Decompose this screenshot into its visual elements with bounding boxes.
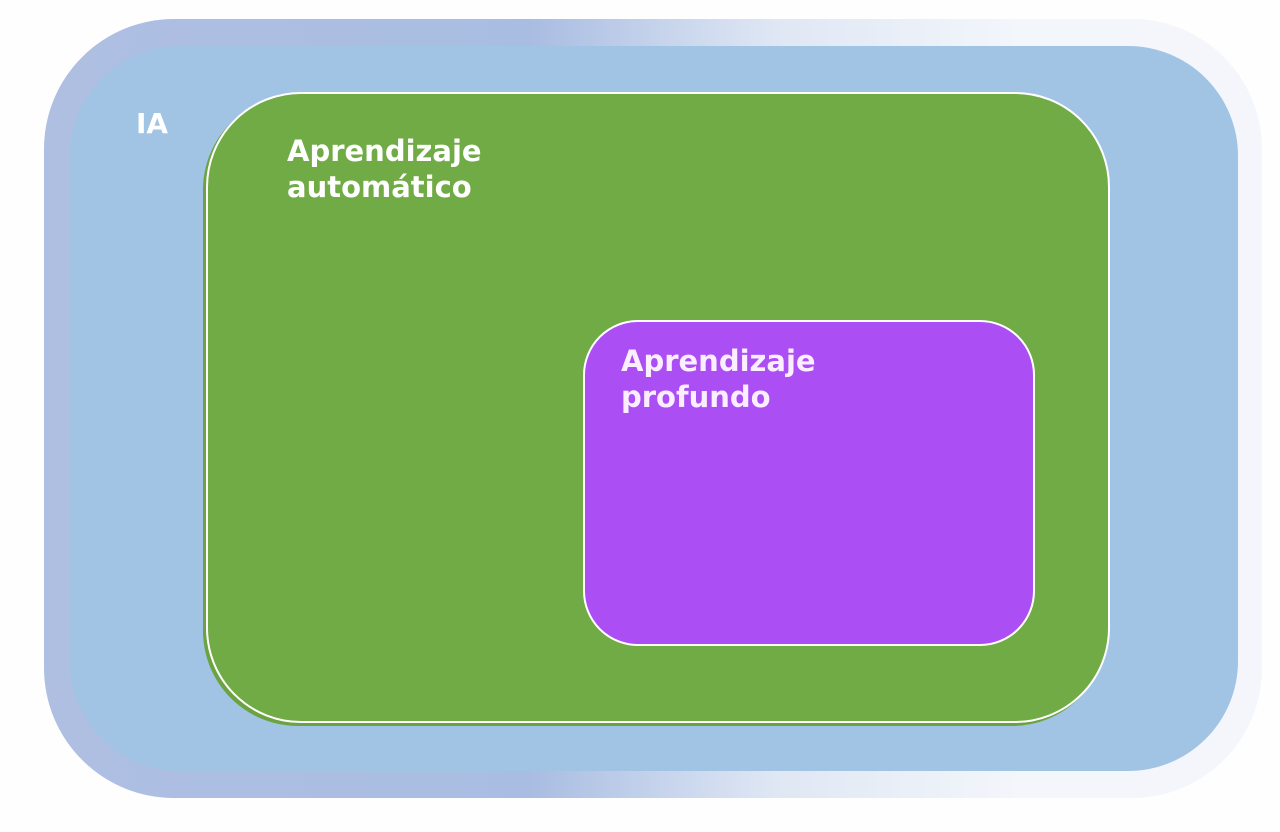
ia-set-label: IA xyxy=(136,107,169,140)
machine-learning-set-label: Aprendizaje automático xyxy=(287,134,482,205)
deep-learning-set-region xyxy=(583,320,1035,646)
deep-learning-set-label: Aprendizaje profundo xyxy=(621,344,816,415)
